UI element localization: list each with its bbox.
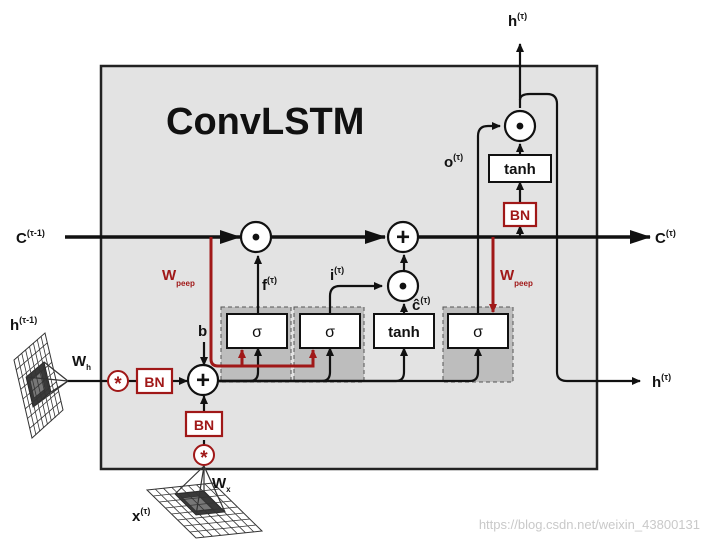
h-right-label: h(τ) <box>652 372 671 391</box>
conv-x-node <box>193 444 215 466</box>
o-label: o(τ) <box>444 152 463 171</box>
candidate-gate-label: tanh <box>388 324 420 341</box>
x-input-label: x(τ) <box>132 506 150 525</box>
bn-c-label: BN <box>510 207 530 223</box>
diagram-title: ConvLSTM <box>166 101 364 143</box>
conv-x-symbol: * <box>200 448 208 469</box>
cell-add-node <box>386 220 420 254</box>
output-multiply-node <box>503 109 537 143</box>
x-input-grid-icon <box>145 465 264 539</box>
wh-label: Wh <box>72 353 91 372</box>
bn-c-box <box>502 201 538 228</box>
output-gate-box <box>447 313 509 349</box>
h-prev-label: h(τ-1) <box>10 315 37 334</box>
input-multiply-symbol: • <box>399 273 407 300</box>
forget-gate-label: σ <box>252 324 262 341</box>
sum-node <box>186 363 220 397</box>
bias-label: b <box>198 323 207 340</box>
c-prev-label: C(τ-1) <box>16 228 45 247</box>
f-label: f(τ) <box>262 275 277 294</box>
input-multiply-node <box>386 269 420 303</box>
bn-h-label: BN <box>144 374 164 390</box>
input-gate-label: σ <box>325 324 335 341</box>
wx-label: Wx <box>212 475 231 494</box>
forget-multiply-node <box>239 220 273 254</box>
conv-h-node <box>107 370 129 392</box>
h-prev-grid-icon <box>13 332 69 439</box>
bn-x-box <box>184 410 224 438</box>
cell-add-symbol: + <box>396 224 410 251</box>
wpeep-right-label: Wpeep <box>500 267 533 288</box>
watermark-text: https://blog.csdn.net/weixin_43800131 <box>479 517 700 532</box>
output-gate-label: σ <box>473 324 483 341</box>
forget-multiply-symbol: • <box>252 224 260 251</box>
c-out-label: C(τ) <box>655 228 676 247</box>
output-multiply-symbol: • <box>516 113 524 140</box>
conv-h-symbol: * <box>114 374 122 395</box>
h-top-label: h(τ) <box>508 11 527 30</box>
input-gate-box <box>299 313 361 349</box>
output-tanh-label: tanh <box>504 161 536 178</box>
bn-h-box <box>135 367 174 395</box>
wpeep-left-label: Wpeep <box>162 267 195 288</box>
output-tanh-box <box>488 154 552 183</box>
sum-symbol: + <box>196 367 210 394</box>
bn-x-label: BN <box>194 417 214 433</box>
c-hat-label: ĉ(τ) <box>412 295 430 314</box>
forget-gate-box <box>226 313 288 349</box>
candidate-gate-box <box>373 313 435 349</box>
i-label: i(τ) <box>330 265 344 284</box>
